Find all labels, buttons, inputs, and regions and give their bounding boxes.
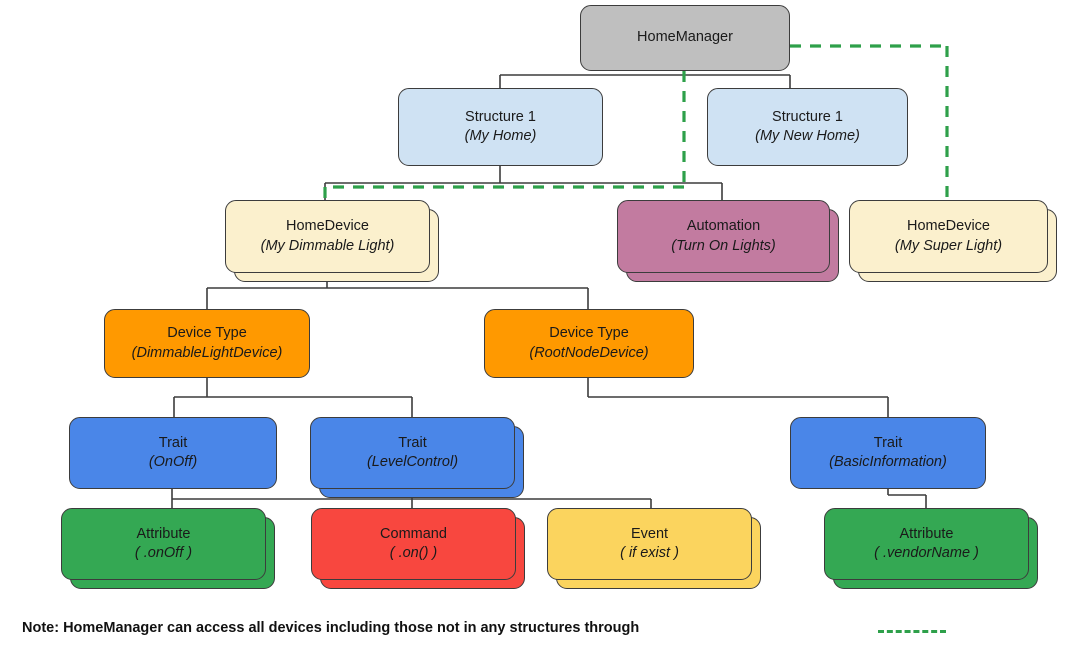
- node-title-structure-my-home: Structure 1: [465, 108, 536, 125]
- node-title-home-device-super: HomeDevice: [907, 218, 990, 235]
- node-structure-my-new-home[interactable]: Structure 1 (My New Home): [707, 88, 908, 166]
- node-title-device-type-rootnode: Device Type: [549, 325, 629, 342]
- node-subtitle-device-type-rootnode: (RootNodeDevice): [529, 344, 649, 361]
- node-subtitle-structure-my-home: (My Home): [464, 128, 537, 144]
- node-title-trait-onoff: Trait: [158, 434, 188, 451]
- node-subtitle-trait-onoff: (OnOff): [148, 454, 198, 470]
- footnote-text: Note: HomeManager can access all devices…: [22, 620, 640, 636]
- node-title-trait-levelcontrol: Trait: [398, 434, 427, 451]
- node-title-command-on: Command: [380, 525, 447, 542]
- node-subtitle-structure-my-new-home: (My New Home): [755, 128, 860, 144]
- node-attribute-onoff[interactable]: Attribute ( .onOff ): [61, 508, 266, 580]
- node-title-device-type-dimmable: Device Type: [167, 325, 247, 342]
- node-home-manager[interactable]: HomeManager: [580, 5, 790, 71]
- node-title-home-manager: HomeManager: [637, 29, 733, 46]
- node-title-attribute-vendorname: Attribute: [899, 525, 954, 542]
- node-subtitle-automation-turn-on-lights: (Turn On Lights): [671, 237, 776, 254]
- node-subtitle-event-if-exist: ( if exist ): [620, 545, 679, 561]
- node-trait-levelcontrol[interactable]: Trait (LevelControl): [310, 417, 515, 489]
- node-device-type-dimmable[interactable]: Device Type (DimmableLightDevice): [104, 309, 310, 378]
- node-subtitle-trait-basicinformation: (BasicInformation): [829, 454, 947, 470]
- node-structure-my-home[interactable]: Structure 1 (My Home): [398, 88, 603, 166]
- node-title-structure-my-new-home: Structure 1: [772, 108, 843, 125]
- node-title-event-if-exist: Event: [630, 525, 669, 542]
- node-automation-turn-on-lights[interactable]: Automation (Turn On Lights): [617, 200, 830, 273]
- node-device-type-rootnode[interactable]: Device Type (RootNodeDevice): [484, 309, 694, 378]
- node-trait-onoff[interactable]: Trait (OnOff): [69, 417, 277, 489]
- node-title-home-device-dimmable: HomeDevice: [286, 218, 369, 235]
- legend-dashed-line: [878, 630, 946, 633]
- node-home-device-dimmable[interactable]: HomeDevice (My Dimmable Light): [225, 200, 430, 273]
- node-subtitle-attribute-vendorname: ( .vendorName ): [874, 545, 979, 561]
- node-trait-basicinformation[interactable]: Trait (BasicInformation): [790, 417, 986, 489]
- node-subtitle-command-on: ( .on() ): [389, 545, 438, 561]
- node-attribute-vendorname[interactable]: Attribute ( .vendorName ): [824, 508, 1029, 580]
- node-command-on[interactable]: Command ( .on() ): [311, 508, 516, 580]
- node-event-if-exist[interactable]: Event ( if exist ): [547, 508, 752, 580]
- node-title-trait-basicinformation: Trait: [873, 434, 903, 451]
- node-home-device-super[interactable]: HomeDevice (My Super Light): [849, 200, 1048, 273]
- node-title-attribute-onoff: Attribute: [136, 525, 191, 542]
- node-subtitle-home-device-super: (My Super Light): [894, 237, 1003, 254]
- node-subtitle-home-device-dimmable: (My Dimmable Light): [260, 237, 395, 254]
- node-subtitle-trait-levelcontrol: (LevelControl): [366, 454, 459, 470]
- node-subtitle-device-type-dimmable: (DimmableLightDevice): [131, 344, 283, 361]
- node-title-automation-turn-on-lights: Automation: [686, 218, 761, 235]
- node-subtitle-attribute-onoff: ( .onOff ): [134, 545, 193, 561]
